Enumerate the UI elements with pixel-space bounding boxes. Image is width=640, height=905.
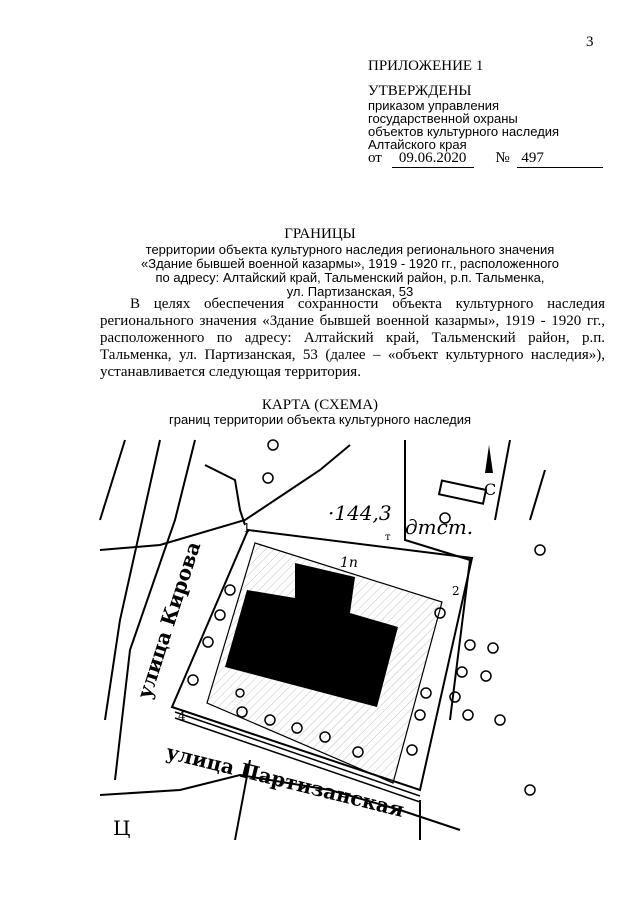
territory-map: ·144,3 дтст. С т 1п 1 2 4 Ц улица Кирова… — [99, 439, 546, 841]
subtitle-line: «Здание бывшей военной казармы», 1919 - … — [141, 256, 559, 271]
north-arrow-icon — [485, 445, 493, 473]
map-label-point1: 1 — [243, 521, 251, 535]
order-date: 09.06.2020 — [391, 150, 474, 168]
approval-line: государственной охраны — [368, 111, 518, 126]
tree-markers — [187, 439, 546, 796]
map-label-point2: 2 — [452, 584, 460, 598]
subtitle-line: территории объекта культурного наследия … — [145, 242, 555, 257]
appendix-label: ПРИЛОЖЕНИЕ 1 — [368, 58, 484, 74]
approval-line: Алтайского края — [368, 137, 467, 152]
street-label-kirova: улица Кирова — [132, 538, 205, 701]
map-label-floors: 1п — [340, 555, 358, 571]
page-number: 3 — [586, 34, 594, 50]
order-date-number: от 09.06.2020 № 497 — [368, 150, 604, 168]
map-subtitle: границ территории объекта культурного на… — [168, 412, 472, 427]
map-title: КАРТА (СХЕМА) — [261, 397, 379, 413]
map-label-point4: 4 — [178, 709, 186, 723]
approval-heading: УТВЕРЖДЕНЫ — [368, 83, 472, 99]
subtitle-line: по адресу: Алтайский край, Тальменский р… — [155, 270, 545, 285]
number-prefix: № — [495, 150, 510, 166]
map-label-ts: Ц — [113, 816, 130, 840]
date-prefix: от — [368, 150, 382, 166]
map-label-elevation: ·144,3 — [328, 501, 392, 525]
approval-line: приказом управления — [368, 98, 500, 113]
body-paragraph: В целях обеспечения сохранности объекта … — [100, 296, 605, 380]
order-number: 497 — [517, 150, 604, 168]
document-title: ГРАНИЦЫ — [284, 226, 356, 242]
territory-boundary — [170, 528, 474, 792]
map-label-t: т — [385, 532, 391, 543]
small-structure — [437, 479, 488, 505]
approval-block: УТВЕРЖДЕНЫ приказом управления государст… — [368, 83, 560, 152]
heritage-building — [225, 563, 398, 707]
map-label-dtst: дтст. — [405, 515, 473, 539]
subtitle-line: ул. Партизанская, 53 — [286, 284, 414, 299]
document-subtitle: территории объекта культурного наследия … — [100, 243, 600, 299]
map-label-c: С — [484, 480, 496, 499]
approval-line: объектов культурного наследия — [368, 124, 560, 139]
map-roads — [99, 439, 546, 841]
